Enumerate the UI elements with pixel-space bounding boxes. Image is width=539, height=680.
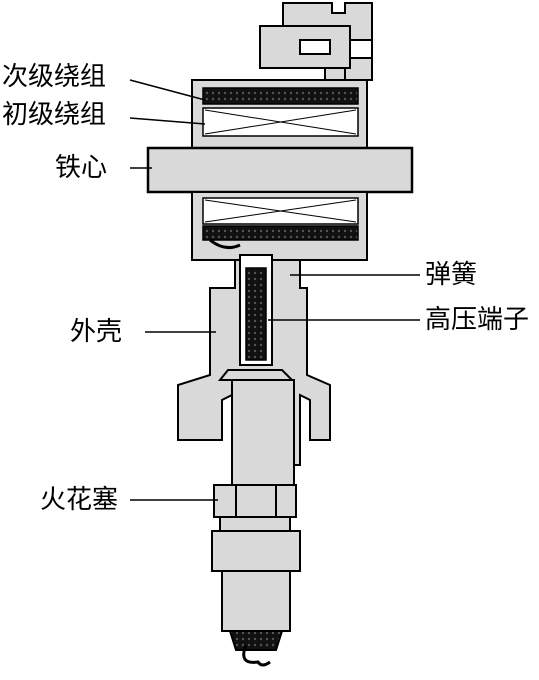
label-spring: 弹簧 bbox=[425, 260, 478, 290]
secondary-winding-coil bbox=[202, 87, 359, 105]
label-secondary-winding: 次级绕组 bbox=[2, 62, 107, 92]
coil-housing-upper bbox=[191, 79, 368, 151]
iron-core bbox=[146, 146, 414, 194]
spark-plug-body bbox=[211, 379, 301, 667]
connector bbox=[259, 2, 373, 91]
label-iron-core: 铁心 bbox=[55, 153, 108, 183]
label-high-voltage-terminal: 高压端子 bbox=[425, 305, 530, 335]
leader-lines bbox=[129, 79, 420, 501]
label-spark-plug: 火花塞 bbox=[40, 485, 119, 515]
primary-winding-coil bbox=[202, 107, 359, 137]
label-housing: 外壳 bbox=[70, 317, 123, 347]
label-primary-winding: 初级绕组 bbox=[2, 100, 107, 130]
spring-terminal bbox=[217, 254, 295, 381]
